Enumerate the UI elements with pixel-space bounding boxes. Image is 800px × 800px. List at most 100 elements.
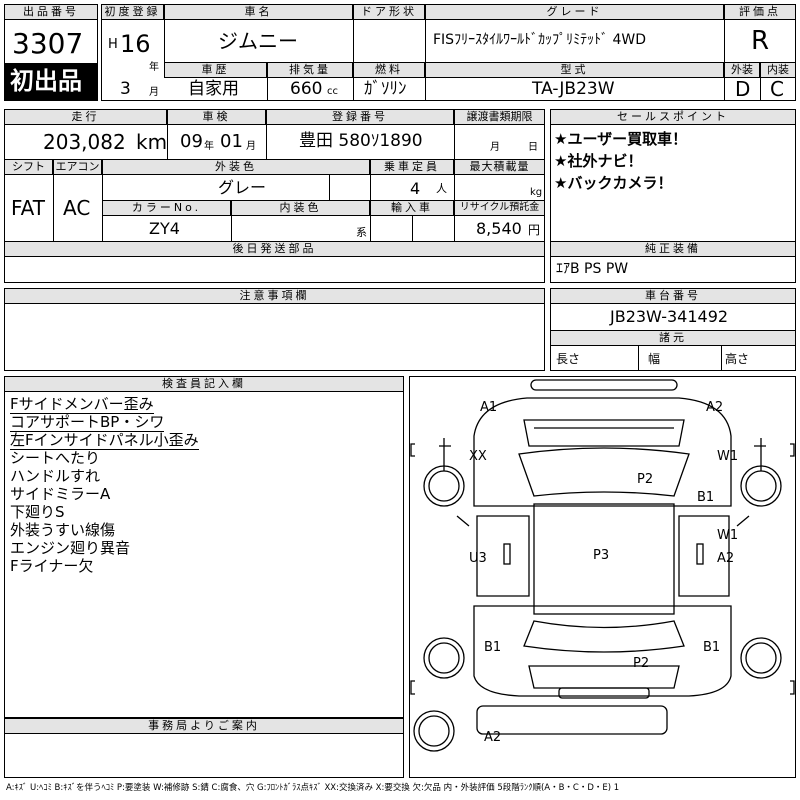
inspector-remark: Fライナー欠: [10, 557, 94, 575]
office-header: 事務局よりご案内: [4, 718, 404, 734]
inspection-year-unit: 年: [204, 141, 214, 152]
fuel-value: ｶﾞｿﾘﾝ: [364, 79, 407, 99]
exterior-color-divider: [329, 175, 330, 200]
equipment-header: 純正装備: [550, 241, 796, 257]
width-label: 幅: [648, 352, 661, 366]
damage-label: W1: [717, 528, 739, 543]
mileage-value: 203,082: [43, 130, 126, 154]
color-no-header: カラーNo.: [102, 200, 231, 216]
damage-legend: A:ｷｽﾞ U:ﾍｺﾐ B:ｷｽﾞを伴うﾍｺﾐ P:要塗装 W:補修跡 S:錆 …: [6, 783, 620, 793]
damage-label: U3: [469, 551, 487, 566]
notes-header: 注意事項欄: [4, 288, 545, 304]
transfer-day-unit: 日: [528, 142, 538, 153]
damage-label: XX: [469, 449, 487, 464]
ac-value: AC: [63, 196, 91, 220]
damage-label: B1: [697, 490, 715, 505]
damage-label: B1: [484, 640, 502, 655]
exterior-color-value: グレー: [218, 178, 267, 197]
history-header: 車歴: [164, 62, 267, 78]
later-parts-header: 後日発送部品: [4, 241, 545, 257]
inspector-remark: 下廻りS: [10, 503, 65, 521]
interior-color-header: 内装色: [231, 200, 370, 216]
exterior-color-header: 外装色: [102, 159, 370, 175]
exterior-grade-value: D: [735, 77, 751, 101]
inspection-year: 09: [180, 131, 203, 152]
height-label: 高さ: [725, 352, 750, 366]
inspection-month-unit: 月: [246, 141, 256, 152]
mileage-header: 走行: [4, 109, 167, 125]
first-registration-year: 16: [120, 30, 151, 58]
inspector-remark: エンジン廻り異音: [10, 539, 131, 557]
capacity-unit: 人: [436, 182, 447, 195]
transfer-month-unit: 月: [490, 142, 500, 153]
exterior-grade-header: 外装: [724, 62, 760, 78]
inspection-month: 01: [220, 131, 243, 152]
inspector-remark: ハンドルすれ: [10, 467, 101, 485]
grade-value: FISﾌﾘｰｽﾀｲﾙﾜｰﾙﾄﾞｶｯﾌﾟﾘﾐﾃｯﾄﾞ 4WD: [433, 32, 647, 48]
import-header: 輸入車: [370, 200, 454, 216]
car-damage-diagram: [410, 379, 795, 752]
inspector-remark: シートへたり: [10, 449, 101, 467]
history-value: 自家用: [188, 79, 239, 99]
sales-point-item: ★バックカメラ！: [554, 174, 673, 192]
recycle-header: リサイクル預託金: [454, 200, 545, 216]
specs-header: 諸元: [550, 330, 796, 346]
score-header: 評価点: [724, 4, 796, 20]
first-registration-month: 3: [120, 79, 131, 99]
inspector-remark: 外装うすい線傷: [10, 521, 116, 539]
ac-header: エアコン: [53, 159, 102, 175]
equipment-value: ｴｱB PS PW: [556, 261, 629, 277]
first-listing-label: 初出品: [10, 67, 82, 95]
capacity-header: 乗車定員: [370, 159, 454, 175]
inspector-remark: コアサポートBP・シワ: [10, 413, 165, 432]
model-value: TA-JB23W: [532, 79, 615, 99]
inspector-remark: サイドミラーA: [10, 485, 111, 503]
damage-label: P3: [593, 548, 610, 563]
grade-header: グレード: [425, 4, 724, 20]
damage-label: A2: [706, 400, 724, 415]
damage-label: P2: [637, 472, 654, 487]
max-load-header: 最大積載量: [454, 159, 545, 175]
inspector-remark: 左Fインサイドパネル小歪み: [10, 431, 199, 450]
transfer-doc-header: 譲渡書類期限: [454, 109, 545, 125]
year-unit: 年: [149, 62, 159, 73]
displacement-unit: cc: [327, 86, 338, 97]
length-label: 長さ: [556, 352, 581, 366]
era-label: H: [108, 37, 118, 52]
car-name-header: 車名: [164, 4, 353, 20]
damage-label: A2: [484, 730, 502, 745]
mileage-unit: km: [136, 130, 168, 154]
score-value: R: [751, 26, 770, 56]
plate-header: 登録番号: [266, 109, 454, 125]
max-load-unit: kg: [530, 187, 543, 198]
chassis-number: JB23W-341492: [610, 307, 729, 326]
month-unit: 月: [149, 87, 159, 98]
fuel-header: 燃料: [353, 62, 425, 78]
car-name: ジムニー: [218, 29, 298, 53]
inspector-header: 検査員記入欄: [4, 376, 404, 392]
shift-value: FAT: [11, 196, 46, 220]
shift-header: シフト: [4, 159, 53, 175]
capacity-value: 4: [410, 179, 421, 198]
inspection-header: 車検: [167, 109, 266, 125]
lot-number: 3307: [12, 27, 84, 60]
sales-points-header: セールスポイント: [550, 109, 796, 125]
door-type-header: ドア形状: [353, 4, 425, 20]
recycle-unit: 円: [528, 223, 541, 237]
sales-point-item: ★社外ナビ！: [554, 152, 643, 170]
plate-value: 豊田 580ｿ1890: [299, 131, 423, 151]
color-no-value: ZY4: [149, 219, 180, 238]
displacement-header: 排気量: [267, 62, 353, 78]
interior-grade-header: 内装: [760, 62, 796, 78]
first-registration-header: 初度登録: [101, 4, 164, 20]
inspector-remark: Fサイドメンバー歪み: [10, 395, 154, 414]
damage-label: B1: [703, 640, 721, 655]
interior-grade-value: C: [770, 77, 784, 101]
damage-label: A2: [717, 551, 735, 566]
chassis-header: 車台番号: [550, 288, 796, 304]
recycle-value: 8,540: [476, 219, 522, 238]
first-listing-badge: [5, 63, 97, 100]
damage-label: P2: [633, 656, 650, 671]
damage-label: W1: [717, 449, 739, 464]
interior-color-unit: 系: [356, 226, 367, 239]
